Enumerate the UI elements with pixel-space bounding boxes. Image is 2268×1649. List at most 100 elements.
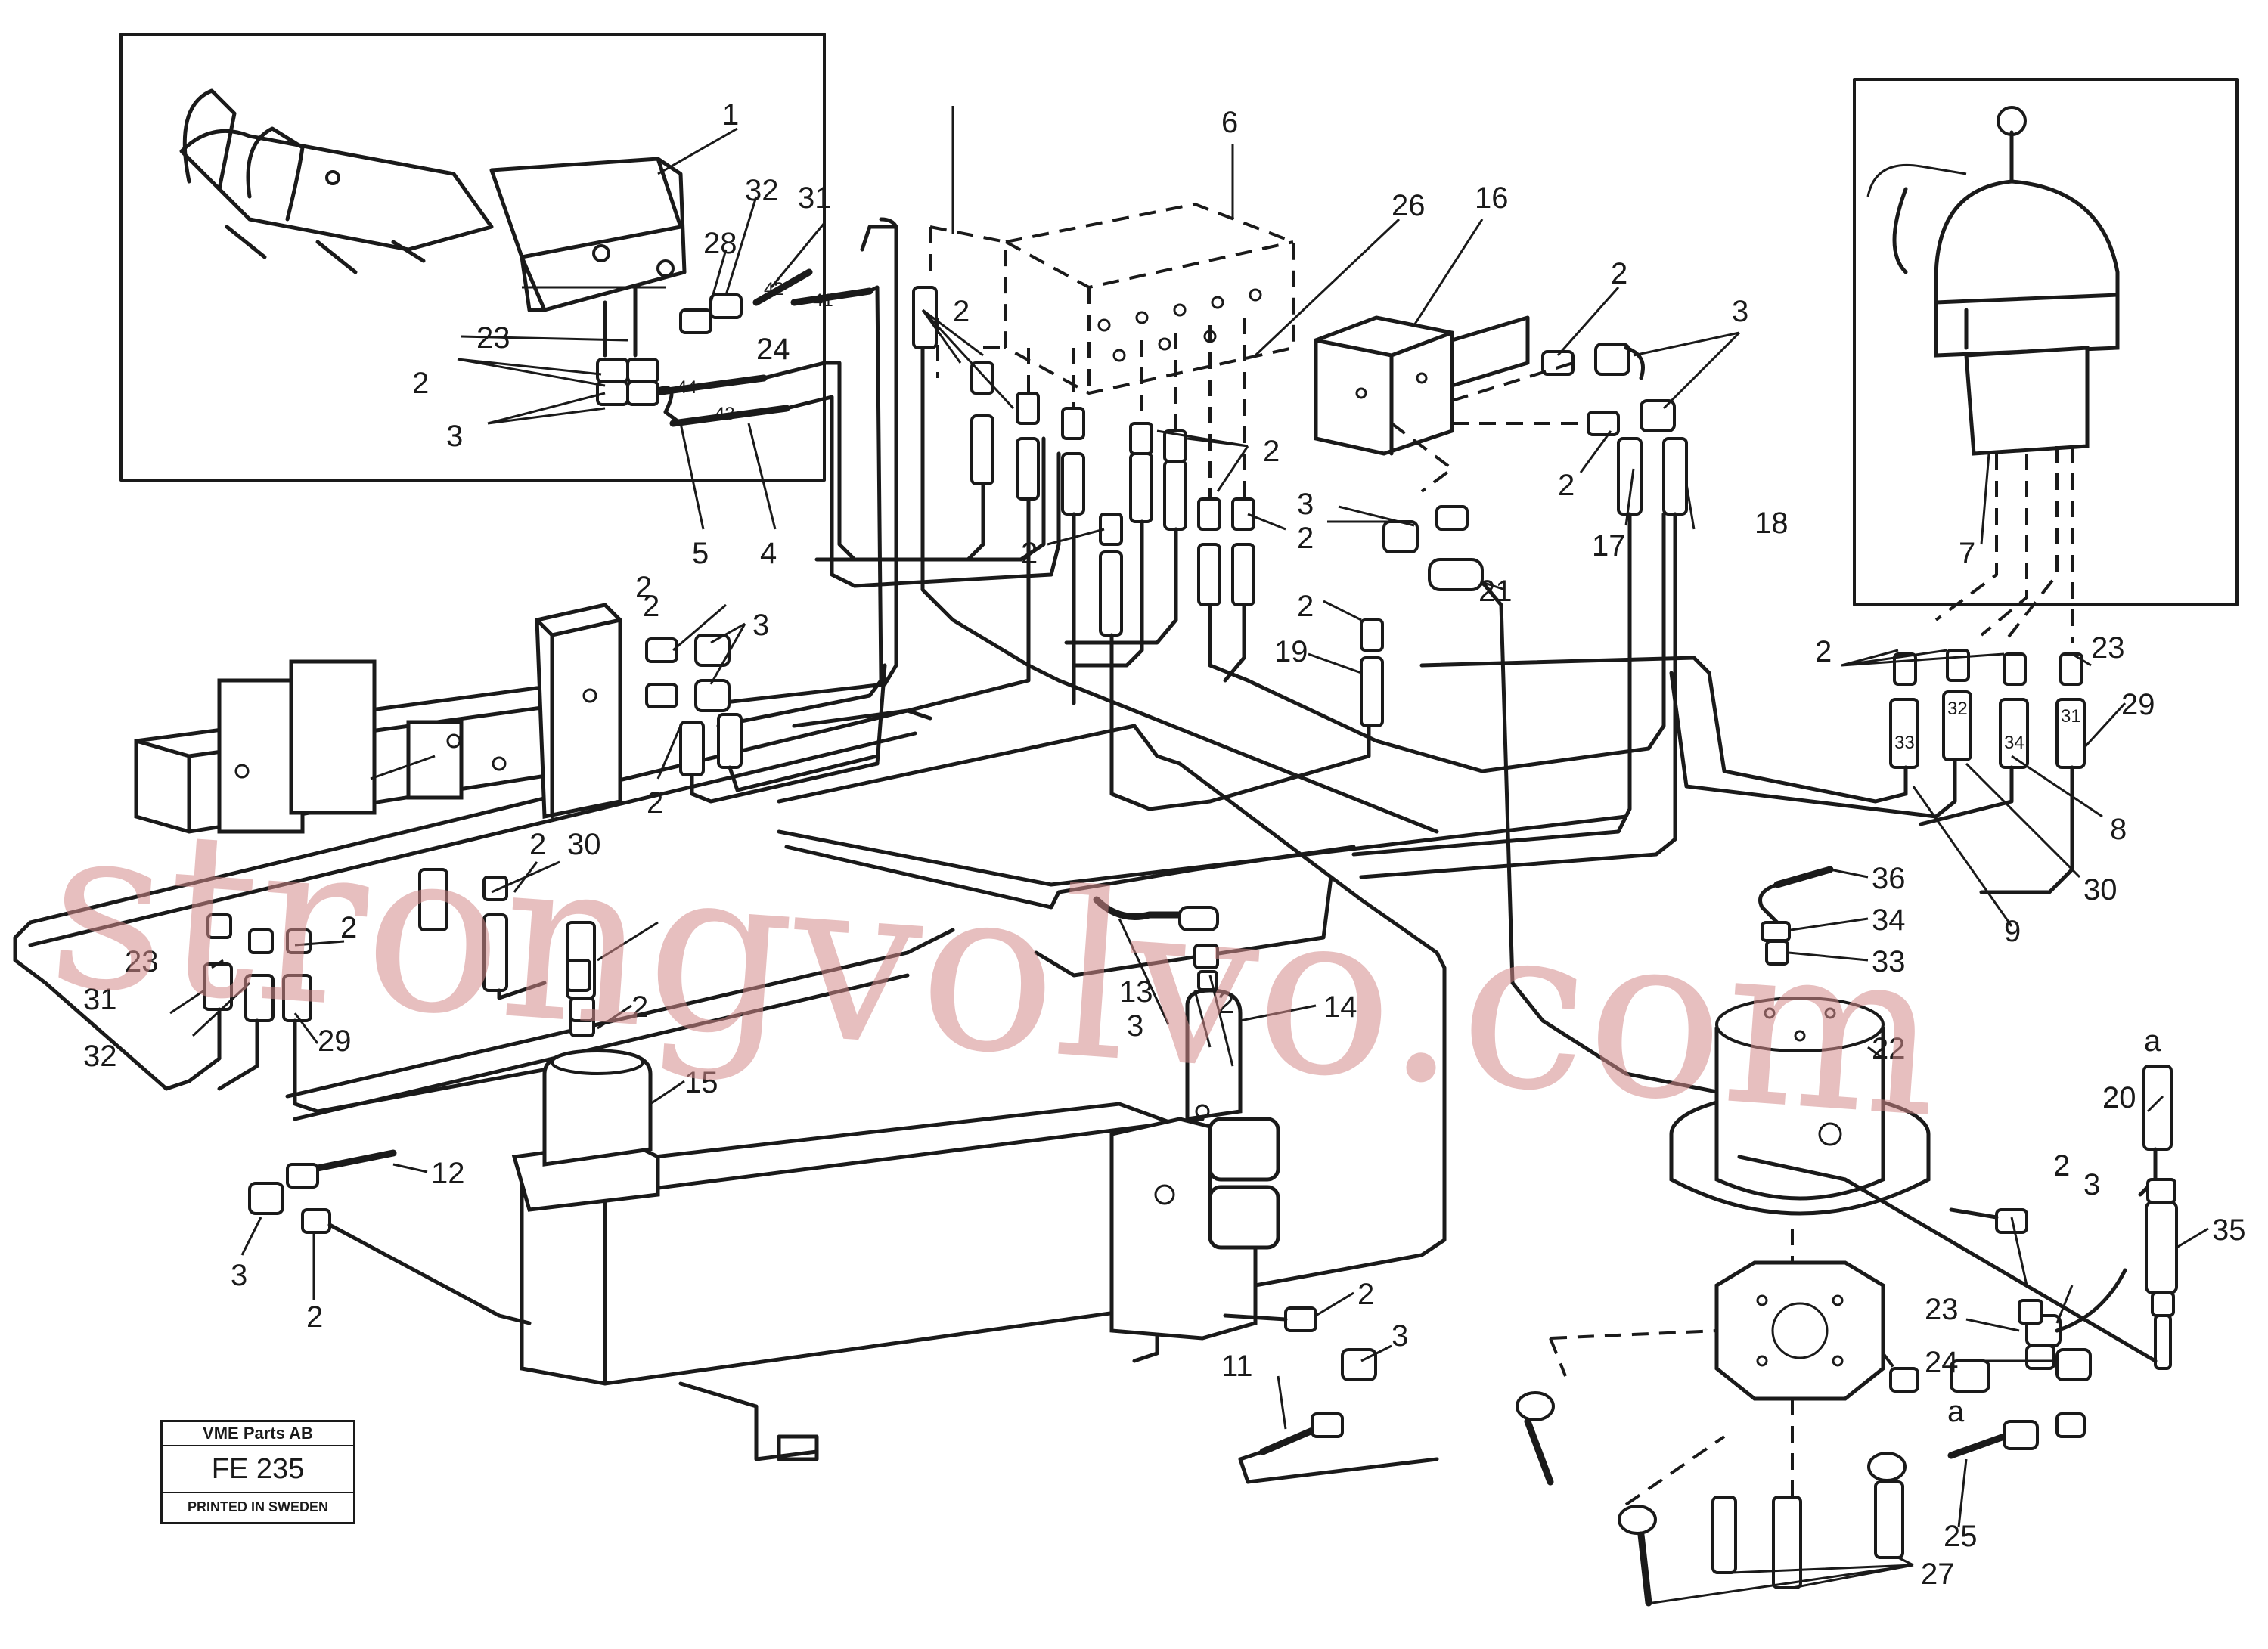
hose-tag-32: 32 <box>1947 699 1968 719</box>
callout-2-n: 2 <box>529 828 546 861</box>
fittings-16 <box>1382 343 1742 1099</box>
callout-2-b: 2 <box>1558 469 1575 502</box>
callout-2-s: 2 <box>1357 1278 1374 1311</box>
callout-33: 33 <box>1872 945 1906 978</box>
callout-2-d: 2 <box>953 295 970 328</box>
swivel-bottom-fittings <box>1516 1329 1907 1607</box>
callout-15: 15 <box>684 1066 718 1099</box>
callout-2-r: 2 <box>306 1300 323 1334</box>
callout-2-p: 2 <box>631 990 648 1024</box>
callout-21: 21 <box>1478 575 1513 608</box>
callout-2-h: 2 <box>1297 590 1314 623</box>
hose-41 <box>790 287 873 306</box>
callout-a-b: a <box>1947 1395 1965 1428</box>
callout-29-a: 29 <box>2121 688 2155 721</box>
callout-1: 1 <box>722 98 739 132</box>
callout-35: 35 <box>2212 1214 2246 1247</box>
hose-tag-33: 33 <box>1894 733 1915 753</box>
callout-2-m: 2 <box>643 590 659 623</box>
callout-3-a: 3 <box>1732 295 1748 328</box>
callout-23-c: 23 <box>1925 1293 1959 1326</box>
callout-2-i: 2 <box>635 571 652 604</box>
callout-30-b: 30 <box>567 828 601 861</box>
hose-11 <box>1259 1425 1320 1455</box>
callout-2-q: 2 <box>340 911 357 944</box>
inset-frame-pedal <box>119 33 826 482</box>
inset-frame-joystick <box>1853 78 2239 606</box>
hose-43 <box>669 405 790 427</box>
callout-14: 14 <box>1323 990 1357 1024</box>
title-block: VME Parts AB FE 235 PRINTED IN SWEDEN <box>160 1420 355 1524</box>
callout-3-e: 3 <box>2083 1168 2100 1201</box>
callout-11: 11 <box>1221 1350 1253 1383</box>
callout-25: 25 <box>1944 1520 1978 1553</box>
valve-bank-left <box>134 603 622 834</box>
callout-30-a: 30 <box>2083 873 2118 907</box>
callout-27: 27 <box>1921 1558 1955 1591</box>
hose-42 <box>752 268 813 306</box>
leader-lines <box>169 106 2209 1604</box>
callout-8: 8 <box>2110 813 2127 846</box>
joystick-unit <box>1866 106 2120 644</box>
callout-20: 20 <box>2102 1081 2136 1114</box>
valve-unit-14 <box>1109 988 1280 1341</box>
callout-34: 34 <box>1872 904 1906 937</box>
callout-2-g: 2 <box>1297 522 1314 555</box>
callout-23-b: 23 <box>2091 631 2125 665</box>
callout-labels: 1 6 26 16 2 3 2 17 18 3 21 32 31 28 23 2… <box>83 98 2246 1591</box>
callout-3-c: 3 <box>446 420 463 453</box>
hose-tag-42: 42 <box>764 279 784 299</box>
fittings-cluster-6 <box>912 286 1384 727</box>
callout-16: 16 <box>1475 181 1509 215</box>
callout-a-a: a <box>2144 1024 2161 1058</box>
callout-4: 4 <box>760 537 777 570</box>
callout-2-o: 2 <box>1218 987 1234 1020</box>
fittings-joystick <box>1889 649 2086 769</box>
callout-17: 17 <box>1592 529 1626 563</box>
hose-tag-34: 34 <box>2004 733 2024 753</box>
callout-9: 9 <box>2004 915 2021 948</box>
callout-31-b: 31 <box>83 983 117 1016</box>
callout-3-b: 3 <box>1297 488 1314 521</box>
swivel-unit-22 <box>1669 997 1931 1401</box>
callout-2-c: 2 <box>412 367 429 400</box>
hose-25 <box>1947 1433 2008 1459</box>
callout-2-a: 2 <box>1611 257 1627 290</box>
callout-2-j: 2 <box>647 786 663 820</box>
hose-13 <box>1093 896 1184 920</box>
callout-32-b: 32 <box>83 1040 117 1073</box>
callout-13: 13 <box>1119 975 1153 1009</box>
callout-24-b: 24 <box>1925 1346 1959 1379</box>
valve-block-16 <box>1314 315 1530 493</box>
hose-tag-44: 44 <box>677 377 697 398</box>
title-company: VME Parts AB <box>163 1422 353 1446</box>
callout-24-a: 24 <box>756 333 790 366</box>
callout-12: 12 <box>431 1157 465 1190</box>
callout-2-k: 2 <box>1815 635 1832 668</box>
valve-block-6 <box>929 202 1295 395</box>
callout-2-l: 2 <box>2053 1149 2070 1183</box>
hose-44 <box>647 374 768 397</box>
callout-32-a: 32 <box>745 174 779 207</box>
callout-26: 26 <box>1392 189 1426 222</box>
hose-tag-41: 41 <box>813 290 833 311</box>
hose-tag-43: 43 <box>715 404 735 424</box>
callout-31-a: 31 <box>798 181 832 215</box>
callout-23-a: 23 <box>476 321 510 355</box>
hose-tag-31: 31 <box>2061 706 2081 727</box>
callout-19: 19 <box>1274 635 1308 668</box>
hose-12 <box>314 1149 397 1172</box>
hose-36 <box>1773 866 1834 888</box>
title-printed: PRINTED IN SWEDEN <box>187 1499 328 1514</box>
callout-6: 6 <box>1221 106 1238 139</box>
callout-3-g: 3 <box>231 1259 247 1292</box>
pedal-fittings <box>596 285 743 426</box>
callout-7: 7 <box>1959 537 1975 570</box>
callout-2-e: 2 <box>1263 435 1280 468</box>
callout-3-h: 3 <box>1392 1319 1408 1353</box>
pedal-valve-unit <box>179 88 687 312</box>
callout-5: 5 <box>692 537 709 570</box>
callout-28: 28 <box>703 227 737 260</box>
callout-18: 18 <box>1755 507 1789 540</box>
